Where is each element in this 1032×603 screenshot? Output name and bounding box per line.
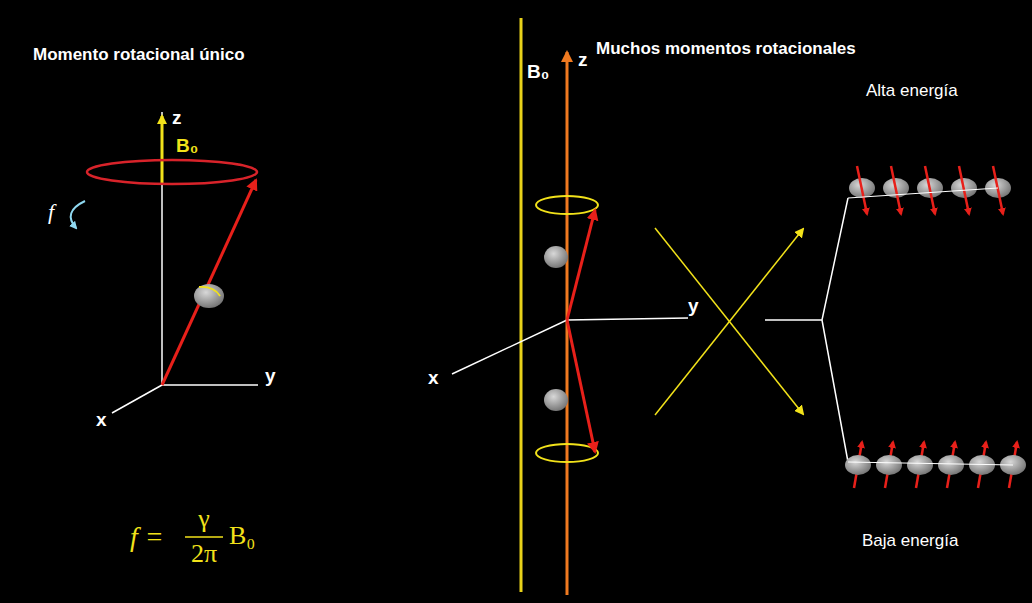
- axis-label: y: [688, 296, 699, 317]
- spin-arrow: [925, 166, 935, 214]
- spin-ball: [876, 455, 902, 475]
- axis-label: z: [172, 108, 182, 129]
- panel-title: Muchos momentos rotacionales: [596, 40, 856, 59]
- spin-rows: [845, 166, 1026, 488]
- row-line: [848, 188, 998, 198]
- spin-ball: [938, 455, 964, 475]
- axis-label: y: [265, 366, 276, 387]
- axis-label: x: [96, 410, 107, 431]
- spin-arrow: [857, 166, 867, 214]
- energy-label: Alta energía: [866, 82, 958, 101]
- frequency-label: f: [48, 200, 54, 224]
- many-spins: [452, 52, 848, 595]
- axis-label: z: [578, 50, 588, 71]
- spin-ball: [907, 455, 933, 475]
- single-spin: [71, 112, 258, 537]
- spin-ball: [845, 455, 871, 475]
- spin-arrow: [993, 166, 1003, 214]
- axis-label: x: [428, 368, 439, 389]
- field-label: B₀: [527, 62, 549, 83]
- divider: [520, 18, 523, 592]
- energy-label: Baja energía: [862, 532, 958, 551]
- formula-part: B₀: [229, 522, 255, 551]
- field-label: B₀: [176, 136, 198, 157]
- formula-part: γ: [198, 505, 210, 534]
- spin-arrow: [891, 166, 901, 214]
- formula-part: f =: [130, 522, 164, 553]
- panel-title: Momento rotacional único: [33, 46, 245, 65]
- row-line: [848, 462, 1013, 465]
- formula-part: 2π: [191, 540, 217, 569]
